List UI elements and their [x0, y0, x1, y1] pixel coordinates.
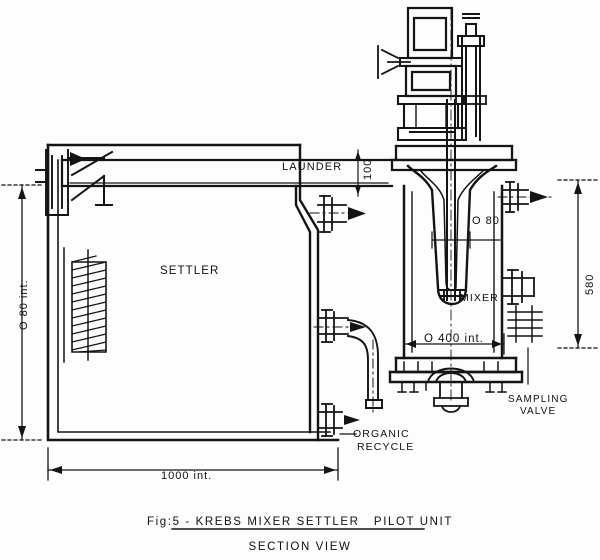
- motor-housing: [406, 6, 454, 60]
- left-weir-flow-arrowhead: [70, 152, 86, 166]
- mixer-bottom-dome: [426, 367, 476, 384]
- settler-lower-nozzle: [317, 309, 349, 343]
- settler-bottom-outlet-arrow: [344, 415, 360, 425]
- organic-recycle-arrow: [350, 322, 366, 332]
- mixer-base-flange-bolts: [403, 361, 499, 371]
- launder-channel: [60, 158, 394, 188]
- dim-text-mixer-body-dia: O 400 int.: [424, 333, 484, 345]
- figure-caption-title: Fig:5 - KREBS MIXER SETTLER PILOT UNIT: [147, 516, 453, 528]
- seal-gland-flange: [455, 95, 487, 105]
- dim-text-settler-width: 1000 int.: [161, 470, 213, 482]
- dim-left-vertical-arrows: [18, 187, 26, 438]
- dim-settler-width: [47, 447, 339, 481]
- dim-settler-width-arrows: [50, 466, 336, 474]
- left-weir-arrow: [67, 150, 114, 206]
- label-launder: LAUNDER: [282, 161, 343, 173]
- settler-upper-nozzle: [317, 195, 347, 233]
- baffle-support-rod: [63, 247, 89, 363]
- dim-launder-height-arrows: [355, 151, 361, 195]
- organic-recycle-pipe: [346, 318, 383, 409]
- label-mixer: MIXER: [460, 292, 499, 304]
- left-inlet-stub: [35, 169, 47, 183]
- drive-pedestal-ribs: [415, 103, 447, 129]
- organic-recycle-centerline: [313, 326, 374, 415]
- sampling-valve-stack: [507, 305, 543, 343]
- draft-tube-funnel: [406, 164, 498, 306]
- sampling-valve-assembly: [501, 269, 535, 305]
- label-organic-recycle-line2: RECYCLE: [357, 441, 415, 453]
- handwheel-left: [377, 45, 411, 79]
- gearbox-housing: [404, 64, 458, 98]
- dim-text-mixer-dia: O 80: [472, 215, 500, 227]
- seal-gland-column: [457, 13, 485, 141]
- settler-right-wall: [294, 143, 320, 442]
- label-settler: SETTLER: [160, 265, 220, 277]
- dim-mixer-dia-400-arrows: [406, 340, 502, 348]
- dim-right-vertical-arrows: [574, 182, 582, 346]
- drive-pedestal: [396, 102, 468, 142]
- figure-caption-subtitle: SECTION VIEW: [248, 541, 352, 553]
- mixer-base-plate: [388, 356, 524, 384]
- dim-mixer-dia-400: [403, 333, 505, 355]
- mixer-vessel-inner: [411, 191, 495, 353]
- mixer-bottom-drain: [433, 381, 469, 413]
- dim-mixer-dia-80: [431, 231, 501, 249]
- impeller-turbine: [437, 289, 467, 301]
- label-organic-recycle-line1: ORGANIC: [353, 428, 410, 440]
- settler-bottom-outlet: [317, 403, 343, 437]
- dim-text-settler-depth: O 80 int.: [18, 279, 30, 330]
- mixer-vessel-shell: [402, 184, 504, 360]
- dim-text-overall-height: 580: [584, 273, 596, 295]
- settler-tank-outline: [46, 143, 340, 442]
- label-sampling-valve-line2: VALVE: [520, 406, 557, 417]
- dim-text-launder-height: 100: [362, 158, 374, 180]
- picket-fence-baffle: [71, 255, 107, 353]
- dim-right-vertical: [557, 179, 599, 349]
- mixer-bottom-bolts: [397, 381, 507, 393]
- dim-left-vertical: [1, 184, 45, 441]
- label-sampling-valve-line1: SAMPLING: [508, 394, 569, 405]
- agitator-shaft: [446, 99, 456, 301]
